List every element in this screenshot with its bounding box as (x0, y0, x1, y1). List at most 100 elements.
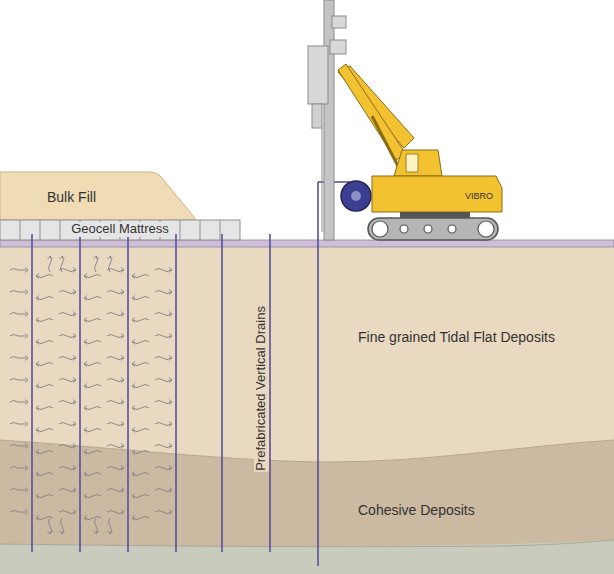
flow-head (169, 290, 172, 295)
flow-head (132, 428, 135, 433)
geocell-cells (20, 220, 220, 240)
track-wheel (478, 221, 494, 237)
flow-arrow (10, 401, 26, 403)
flow-head (25, 466, 28, 471)
layer-label: Fine grained Tidal Flat Deposits (358, 329, 555, 345)
flow-head (132, 274, 135, 279)
flow-arrow (10, 379, 26, 381)
flow-head (121, 400, 124, 405)
flow-head (84, 274, 87, 279)
flow-head (36, 362, 39, 367)
flow-arrow (59, 445, 76, 448)
flow-arrow (59, 335, 76, 338)
flow-head (25, 444, 28, 449)
flow-head (36, 494, 39, 499)
flow-arrow (132, 473, 149, 476)
flow-arrow (59, 489, 76, 492)
cell-wall (220, 220, 221, 240)
flow-arrow (36, 385, 53, 388)
flow-head (36, 406, 39, 411)
flow-head (36, 340, 39, 345)
mast-pulley (332, 16, 346, 28)
flow-arrow (155, 511, 172, 514)
cab-window (406, 154, 418, 172)
flow-head (84, 406, 87, 411)
layer-boundary (0, 440, 614, 462)
flow-arrow (155, 445, 172, 448)
flow-arrow (84, 517, 101, 520)
flow-head (73, 488, 76, 493)
flow-arrow (36, 407, 53, 410)
geocell-mattress (0, 220, 240, 240)
flow-arrow (132, 451, 149, 454)
mandrel-clamp (312, 104, 322, 128)
flow-arrow (10, 511, 26, 513)
installing-drain (317, 182, 319, 566)
flow-head (25, 488, 28, 493)
flow-head (36, 296, 39, 301)
flow-head (121, 334, 124, 339)
flow-head (121, 378, 124, 383)
flow-down (49, 518, 52, 534)
excavator-arm (338, 64, 406, 160)
cell-wall (200, 220, 201, 240)
flow-head (73, 422, 76, 427)
flow-head (132, 318, 135, 323)
flow-arrow (84, 473, 101, 476)
flow-head (121, 510, 124, 515)
flow-up (49, 256, 52, 272)
flow-arrow (107, 511, 124, 514)
layer-boundary (0, 540, 614, 547)
flow-arrow (10, 445, 26, 447)
flow-head (25, 334, 28, 339)
flow-head (84, 362, 87, 367)
flow-head (25, 510, 28, 515)
flow-arrow (107, 313, 124, 316)
flow-head (73, 312, 76, 317)
flow-head (73, 466, 76, 471)
flow-head (108, 256, 113, 259)
flow-arrow (59, 423, 76, 426)
flow-arrow (84, 297, 101, 300)
flow-head (132, 450, 135, 455)
flow-arrow (132, 385, 149, 388)
flow-arrow (36, 517, 53, 520)
flow-arrow (107, 335, 124, 338)
flow-arrow (107, 401, 124, 404)
flow-arrow (36, 319, 53, 322)
flow-head (121, 268, 124, 273)
flow-arrow (36, 429, 53, 432)
flow-head (84, 340, 87, 345)
flow-head (73, 444, 76, 449)
fill-label: Bulk Fill (47, 189, 96, 205)
machine-label: VIBRO (465, 191, 493, 201)
flow-head (36, 318, 39, 323)
excavator-cab (394, 150, 442, 176)
flow-head (132, 516, 135, 521)
flow-arrow (107, 357, 124, 360)
flow-arrow (10, 489, 26, 491)
flow-head (94, 256, 99, 259)
flow-arrow (132, 407, 149, 410)
flow-arrow (84, 341, 101, 344)
spool-hub (351, 191, 361, 201)
drain-line (127, 234, 129, 552)
flow-head (84, 296, 87, 301)
mattress-band: Geocell Mattress (0, 220, 240, 240)
track-wheel (400, 225, 408, 233)
flow-head (84, 450, 87, 455)
flow-head (25, 422, 28, 427)
flow-up (61, 256, 64, 272)
flow-arrow (107, 467, 124, 470)
cohesive-band: Cohesive Deposits (0, 455, 614, 540)
flow-head (169, 356, 172, 361)
flow-up (109, 256, 112, 272)
flow-head (73, 356, 76, 361)
flow-head (84, 472, 87, 477)
flow-arrow (132, 275, 149, 278)
flow-arrow (107, 423, 124, 426)
flow-head (169, 488, 172, 493)
flow-arrow (107, 291, 124, 294)
flow-head (132, 406, 135, 411)
